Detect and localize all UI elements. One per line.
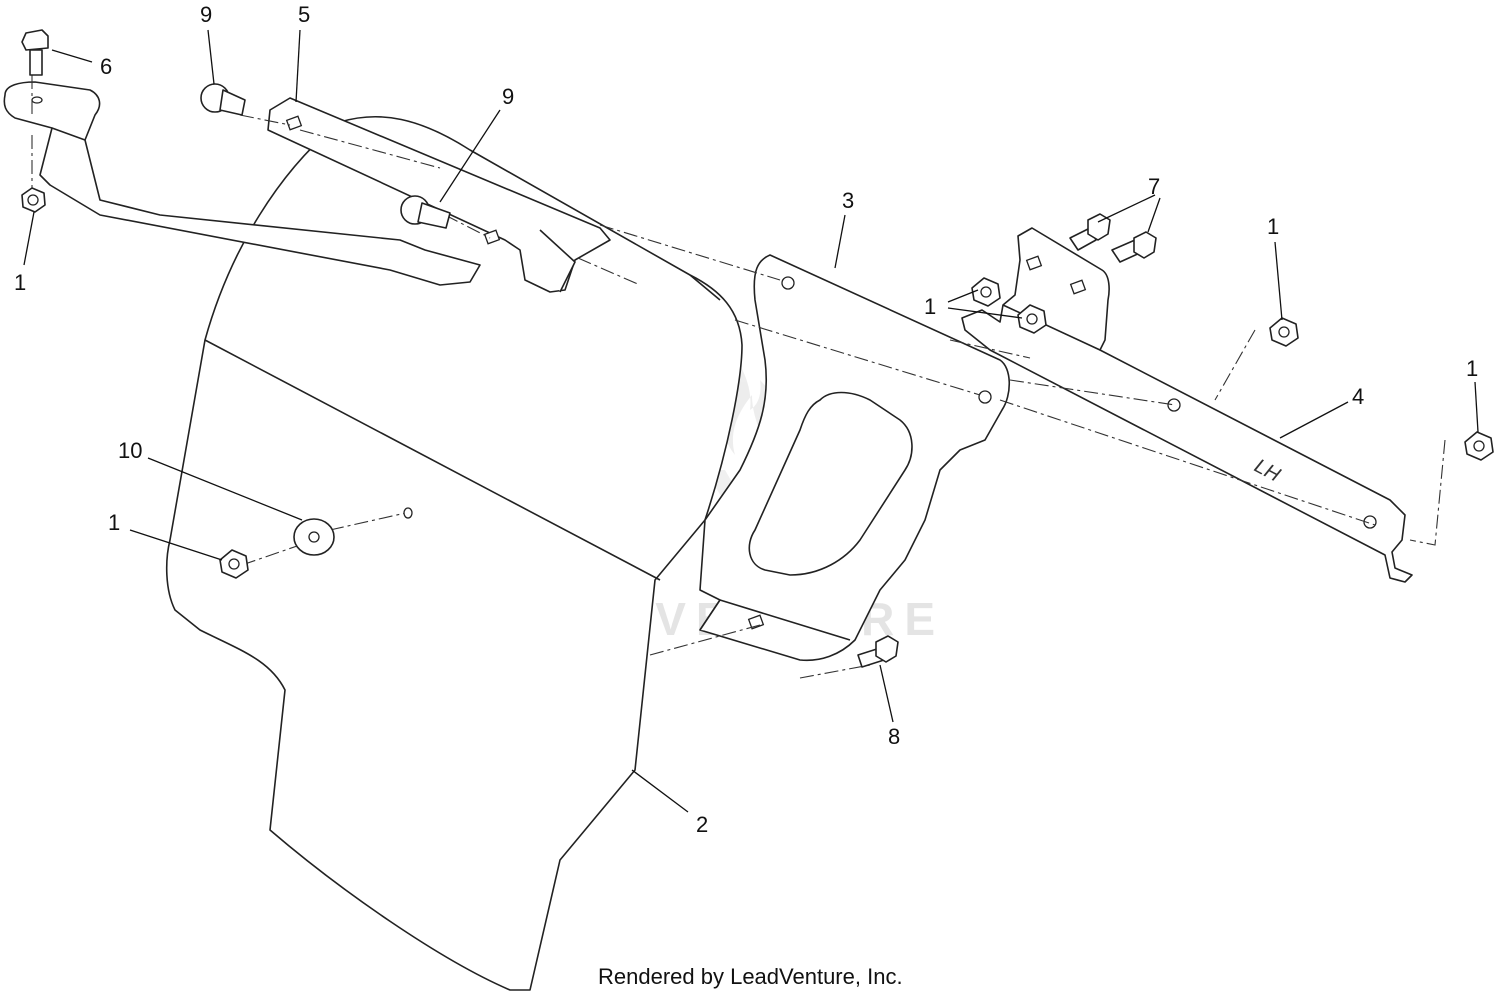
alignment-lines	[31, 75, 1446, 679]
callout-1-right-lower: 1	[1466, 356, 1478, 381]
render-credit: Rendered by LeadVenture, Inc.	[598, 964, 903, 989]
mounting-hole	[403, 507, 413, 519]
callout-2: 2	[696, 812, 708, 837]
part-6-bracket-arm[interactable]	[3, 81, 481, 286]
callout-6: 6	[100, 54, 112, 79]
callout-4: 4	[1352, 384, 1364, 409]
item-10-washer[interactable]	[293, 518, 335, 556]
callout-5: 5	[298, 2, 310, 27]
callout-3: 3	[842, 188, 854, 213]
callout-10: 10	[118, 438, 142, 463]
item-8-bolt[interactable]	[857, 635, 899, 668]
item-1-nut-right-b[interactable]	[1464, 431, 1494, 461]
callout-9-lower: 9	[502, 84, 514, 109]
part-2-flap[interactable]	[165, 116, 743, 991]
item-9-pin-upper[interactable]	[200, 83, 246, 116]
item-1-nut-mid-b[interactable]	[1017, 304, 1047, 334]
item-7-bolt-a[interactable]	[1069, 213, 1111, 251]
callout-1-left-upper: 1	[14, 270, 26, 295]
item-1-nut-left-lower[interactable]	[219, 549, 249, 579]
callout-1-mid: 1	[924, 294, 936, 319]
part-5-bar[interactable]	[267, 97, 611, 293]
callout-1-right-upper: 1	[1267, 214, 1279, 239]
item-7-bolt-b[interactable]	[1111, 231, 1157, 263]
callout-1-left-lower: 1	[108, 510, 120, 535]
item-6-bolt[interactable]	[21, 29, 49, 76]
leader-lines	[23, 29, 1479, 813]
callout-7: 7	[1148, 174, 1160, 199]
part-4-rail[interactable]: LH	[961, 227, 1413, 583]
item-9-pin-lower[interactable]	[400, 195, 451, 229]
item-1-nut-mid-a[interactable]	[971, 277, 1001, 307]
item-1-nut-left-upper[interactable]	[21, 187, 46, 213]
part-3-plate[interactable]	[699, 254, 1011, 662]
callout-9-upper: 9	[200, 2, 212, 27]
item-1-nut-right-a[interactable]	[1269, 317, 1299, 347]
callout-8: 8	[888, 724, 900, 749]
